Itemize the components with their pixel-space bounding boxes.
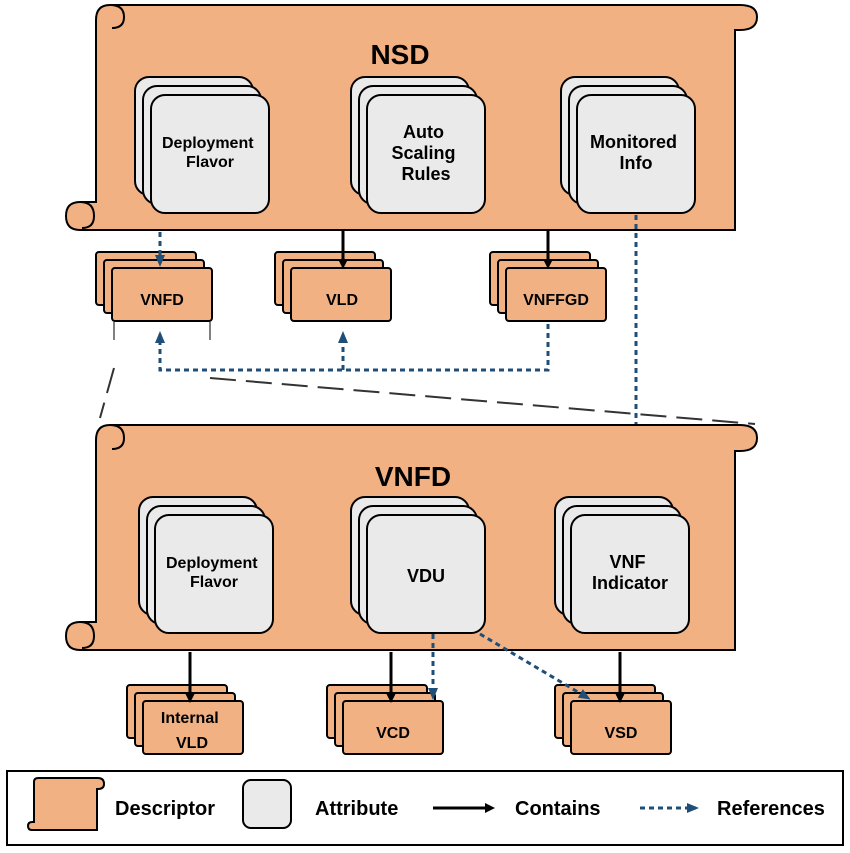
legend-contains-label: Contains <box>515 798 601 820</box>
legend-attribute-icon <box>242 779 292 829</box>
nsd-attribute-auto-scaling-rules: Auto Scaling Rules <box>350 76 486 214</box>
attribute-label-line: Monitored <box>590 132 677 152</box>
legend-references-label: References <box>717 798 825 820</box>
svg-text:Internal VLD: Internal VLD <box>161 710 223 752</box>
nsd-descriptor-vnffgd: VNFFGD <box>489 251 607 322</box>
nsd-attribute-monitored-info: Monitored Info <box>560 76 696 214</box>
attribute-label-line: Auto <box>403 122 444 142</box>
attribute-label-line: VDU <box>407 566 445 586</box>
nsd-title: NSD <box>370 39 429 70</box>
legend-descriptor-icon <box>26 777 106 831</box>
svg-text:VSD: VSD <box>605 725 638 742</box>
descriptor-label: VNFFGD <box>523 292 589 309</box>
attribute-label-line: Info <box>620 153 653 173</box>
vnfd-descriptor-internal-vld: Internal VLD <box>126 684 244 755</box>
attribute-label-line: Flavor <box>186 154 234 171</box>
svg-text:VDU: VDU <box>407 566 445 586</box>
nsd-descriptor-vld: VLD <box>274 251 392 322</box>
vnfd-attribute-vnf-indicator: VNF Indicator <box>554 496 690 634</box>
descriptor-label-line: VCD <box>376 725 410 742</box>
descriptor-label-line: VSD <box>605 725 638 742</box>
nsd-descriptor-vnfd: VNFD <box>95 251 213 322</box>
descriptor-label-line: Internal <box>161 710 219 727</box>
attribute-label-line: Flavor <box>190 574 238 591</box>
reference-arrow <box>479 632 591 700</box>
zoom-lines <box>99 322 756 425</box>
svg-text:VNF Indicator: VNF Indicator <box>592 552 668 593</box>
svg-text:VCD: VCD <box>376 725 410 742</box>
attribute-label-line: Rules <box>401 164 450 184</box>
legend: Descriptor Attribute Contains References <box>6 770 844 846</box>
attribute-label-line: Indicator <box>592 573 668 593</box>
nsd-attribute-deployment-flavor: Deployment Flavor <box>134 76 270 214</box>
attribute-label-line: VNF <box>609 552 645 572</box>
svg-text:Monitored Info: Monitored Info <box>590 132 682 173</box>
descriptor-label: VLD <box>326 292 358 309</box>
vnfd-descriptor-vcd: VCD <box>326 684 444 755</box>
descriptor-label: VNFD <box>140 292 184 309</box>
descriptor-label-line: VLD <box>176 735 208 752</box>
legend-descriptor-label: Descriptor <box>115 798 215 820</box>
vnfd-title: VNFD <box>375 461 451 492</box>
legend-attribute-label: Attribute <box>315 798 398 820</box>
attribute-label-line: Deployment <box>166 555 258 572</box>
reference-arrow <box>155 324 550 372</box>
vnfd-attribute-deployment-flavor: Deployment Flavor <box>138 496 274 634</box>
attribute-label-line: Deployment <box>162 135 254 152</box>
svg-text:Auto Scaling Rules: Auto Scaling Rules <box>391 122 460 184</box>
svg-text:Deployment Flavor: Deployment Flavor <box>162 135 258 171</box>
vnfd-descriptor-vsd: VSD <box>554 684 672 755</box>
vnfd-attribute-vdu: VDU <box>350 496 486 634</box>
attribute-label-line: Scaling <box>391 143 455 163</box>
svg-text:Deployment Flavor: Deployment Flavor <box>166 555 262 591</box>
